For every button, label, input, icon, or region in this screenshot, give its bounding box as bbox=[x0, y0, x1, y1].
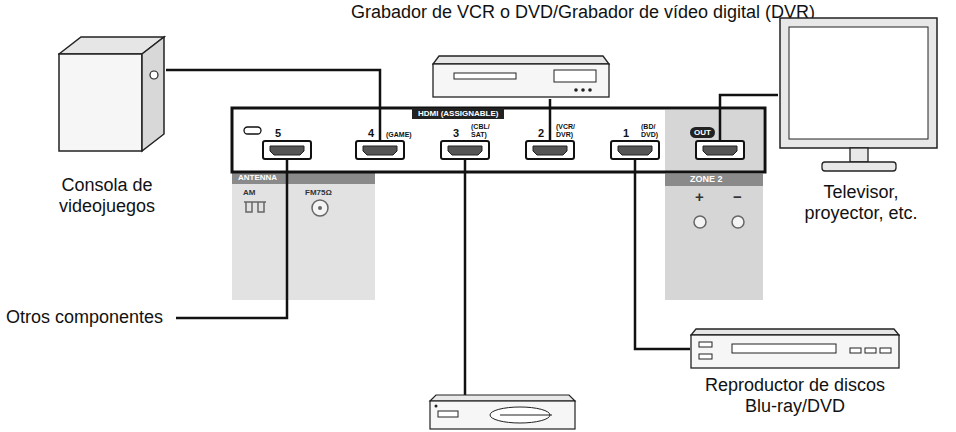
tv-screen bbox=[789, 27, 928, 139]
receiver-led bbox=[435, 405, 438, 408]
fm-pin bbox=[318, 206, 322, 210]
jack-number: 3 bbox=[453, 127, 459, 140]
hdmi-cable bbox=[166, 70, 380, 140]
console-front bbox=[59, 54, 142, 151]
recorder-device-outline bbox=[432, 55, 610, 99]
satellite-receiver bbox=[430, 395, 575, 429]
jack-number: 2 bbox=[538, 127, 544, 140]
antenna-area bbox=[232, 172, 375, 300]
hdmi-slot bbox=[618, 146, 652, 155]
zone-band bbox=[665, 174, 763, 186]
terminal-label: FM75Ω bbox=[305, 188, 332, 197]
polarity-mark: − bbox=[733, 188, 742, 205]
zone-terminal bbox=[694, 216, 706, 228]
tv-base bbox=[822, 162, 896, 171]
zone-terminal bbox=[732, 216, 744, 228]
jack-outline bbox=[612, 142, 658, 158]
section-label: ANTENNA bbox=[238, 173, 277, 182]
recorder-button bbox=[588, 88, 592, 92]
console-button bbox=[150, 71, 158, 79]
jack-label: (VCR/ DVR) bbox=[556, 123, 580, 139]
player-button bbox=[699, 354, 712, 359]
console-side bbox=[142, 37, 164, 151]
recorder-front bbox=[433, 64, 609, 97]
polarity-mark: + bbox=[695, 188, 704, 205]
jack-outline bbox=[442, 142, 488, 158]
device-label: Consola de videojuegos bbox=[27, 175, 187, 216]
jack-label: (GAME) bbox=[386, 131, 412, 139]
hdmi-jack: 4(GAME) bbox=[355, 140, 405, 160]
jack-number: 5 bbox=[275, 127, 281, 140]
tv-frame bbox=[780, 18, 937, 148]
hdmi-slot bbox=[448, 146, 482, 155]
hdmi-jack: OUT bbox=[695, 140, 745, 160]
hdmi-slot bbox=[703, 146, 737, 155]
leader-line bbox=[176, 160, 287, 318]
receiver-slot bbox=[438, 411, 458, 417]
player-button bbox=[865, 348, 876, 353]
hdmi-slot bbox=[533, 146, 567, 155]
jack-outline bbox=[357, 142, 403, 158]
hdmi-slot bbox=[363, 146, 397, 155]
jack-label: (CBL/ SAT) bbox=[471, 123, 495, 139]
panel-border bbox=[232, 108, 765, 172]
recorder-button bbox=[581, 88, 585, 92]
hdmi-cable bbox=[549, 99, 552, 140]
player-button bbox=[880, 348, 891, 353]
device-label: Reproductor de discos Blu-ray/DVD bbox=[695, 375, 895, 416]
hdmi-panel: HDMI (ASSIGNABLE)54(GAME)3(CBL/ SAT)2(VC… bbox=[232, 108, 765, 172]
receiver-top bbox=[430, 395, 575, 401]
tv-device-outline bbox=[778, 10, 940, 175]
arc-icon bbox=[244, 127, 261, 134]
player-tray bbox=[732, 344, 836, 353]
console-device: Consola de videojuegos bbox=[58, 35, 166, 153]
hdmi-cable bbox=[720, 95, 778, 140]
jack-number: 1 bbox=[623, 127, 629, 140]
terminal-label: AM bbox=[243, 188, 255, 197]
hdmi-jack: 1(BD/ DVD) bbox=[610, 140, 660, 160]
jack-number: 4 bbox=[368, 127, 374, 140]
player-top bbox=[691, 329, 899, 335]
recorder-top bbox=[433, 56, 609, 64]
jack-outline bbox=[527, 142, 573, 158]
device-label: Televisor, proyector, etc. bbox=[785, 182, 937, 223]
wire bbox=[464, 160, 467, 395]
am-terminal bbox=[244, 202, 266, 212]
antenna-band bbox=[232, 173, 375, 184]
out-badge: OUT bbox=[690, 127, 715, 138]
jack-label: (BD/ DVD) bbox=[641, 123, 663, 139]
tv-device: Televisor, proyector, etc. bbox=[778, 10, 940, 175]
jack-outline bbox=[697, 142, 743, 158]
player-device: Reproductor de discos Blu-ray/DVD bbox=[690, 328, 900, 370]
hdmi-jack: 5 bbox=[262, 140, 312, 160]
recorder-slot bbox=[454, 73, 516, 79]
player-button bbox=[850, 348, 861, 353]
recorder-device: Grabador de VCR o DVD/Grabador de vídeo … bbox=[432, 55, 610, 99]
hdmi-cable bbox=[635, 160, 690, 349]
panel-tab: HDMI (ASSIGNABLE) bbox=[412, 108, 504, 119]
receiver-body bbox=[430, 401, 575, 429]
component-label: Otros componentes bbox=[6, 307, 163, 328]
section-label: ZONE 2 bbox=[690, 174, 723, 184]
player-button bbox=[699, 342, 712, 347]
hdmi-jack: 2(VCR/ DVR) bbox=[525, 140, 575, 160]
zone-area bbox=[665, 110, 763, 300]
player-device-outline bbox=[690, 328, 900, 370]
device-label: Grabador de VCR o DVD/Grabador de vídeo … bbox=[351, 2, 815, 23]
recorder-button bbox=[574, 88, 578, 92]
tv-neck bbox=[850, 148, 868, 162]
hdmi-jack: 3(CBL/ SAT) bbox=[440, 140, 490, 160]
console-device-outline bbox=[58, 35, 166, 153]
fm-terminal bbox=[312, 200, 328, 216]
receiver-line bbox=[500, 415, 552, 416]
player-front bbox=[691, 335, 899, 368]
recorder-display bbox=[554, 70, 596, 82]
hdmi-slot bbox=[270, 146, 304, 155]
jack-outline bbox=[264, 142, 310, 158]
